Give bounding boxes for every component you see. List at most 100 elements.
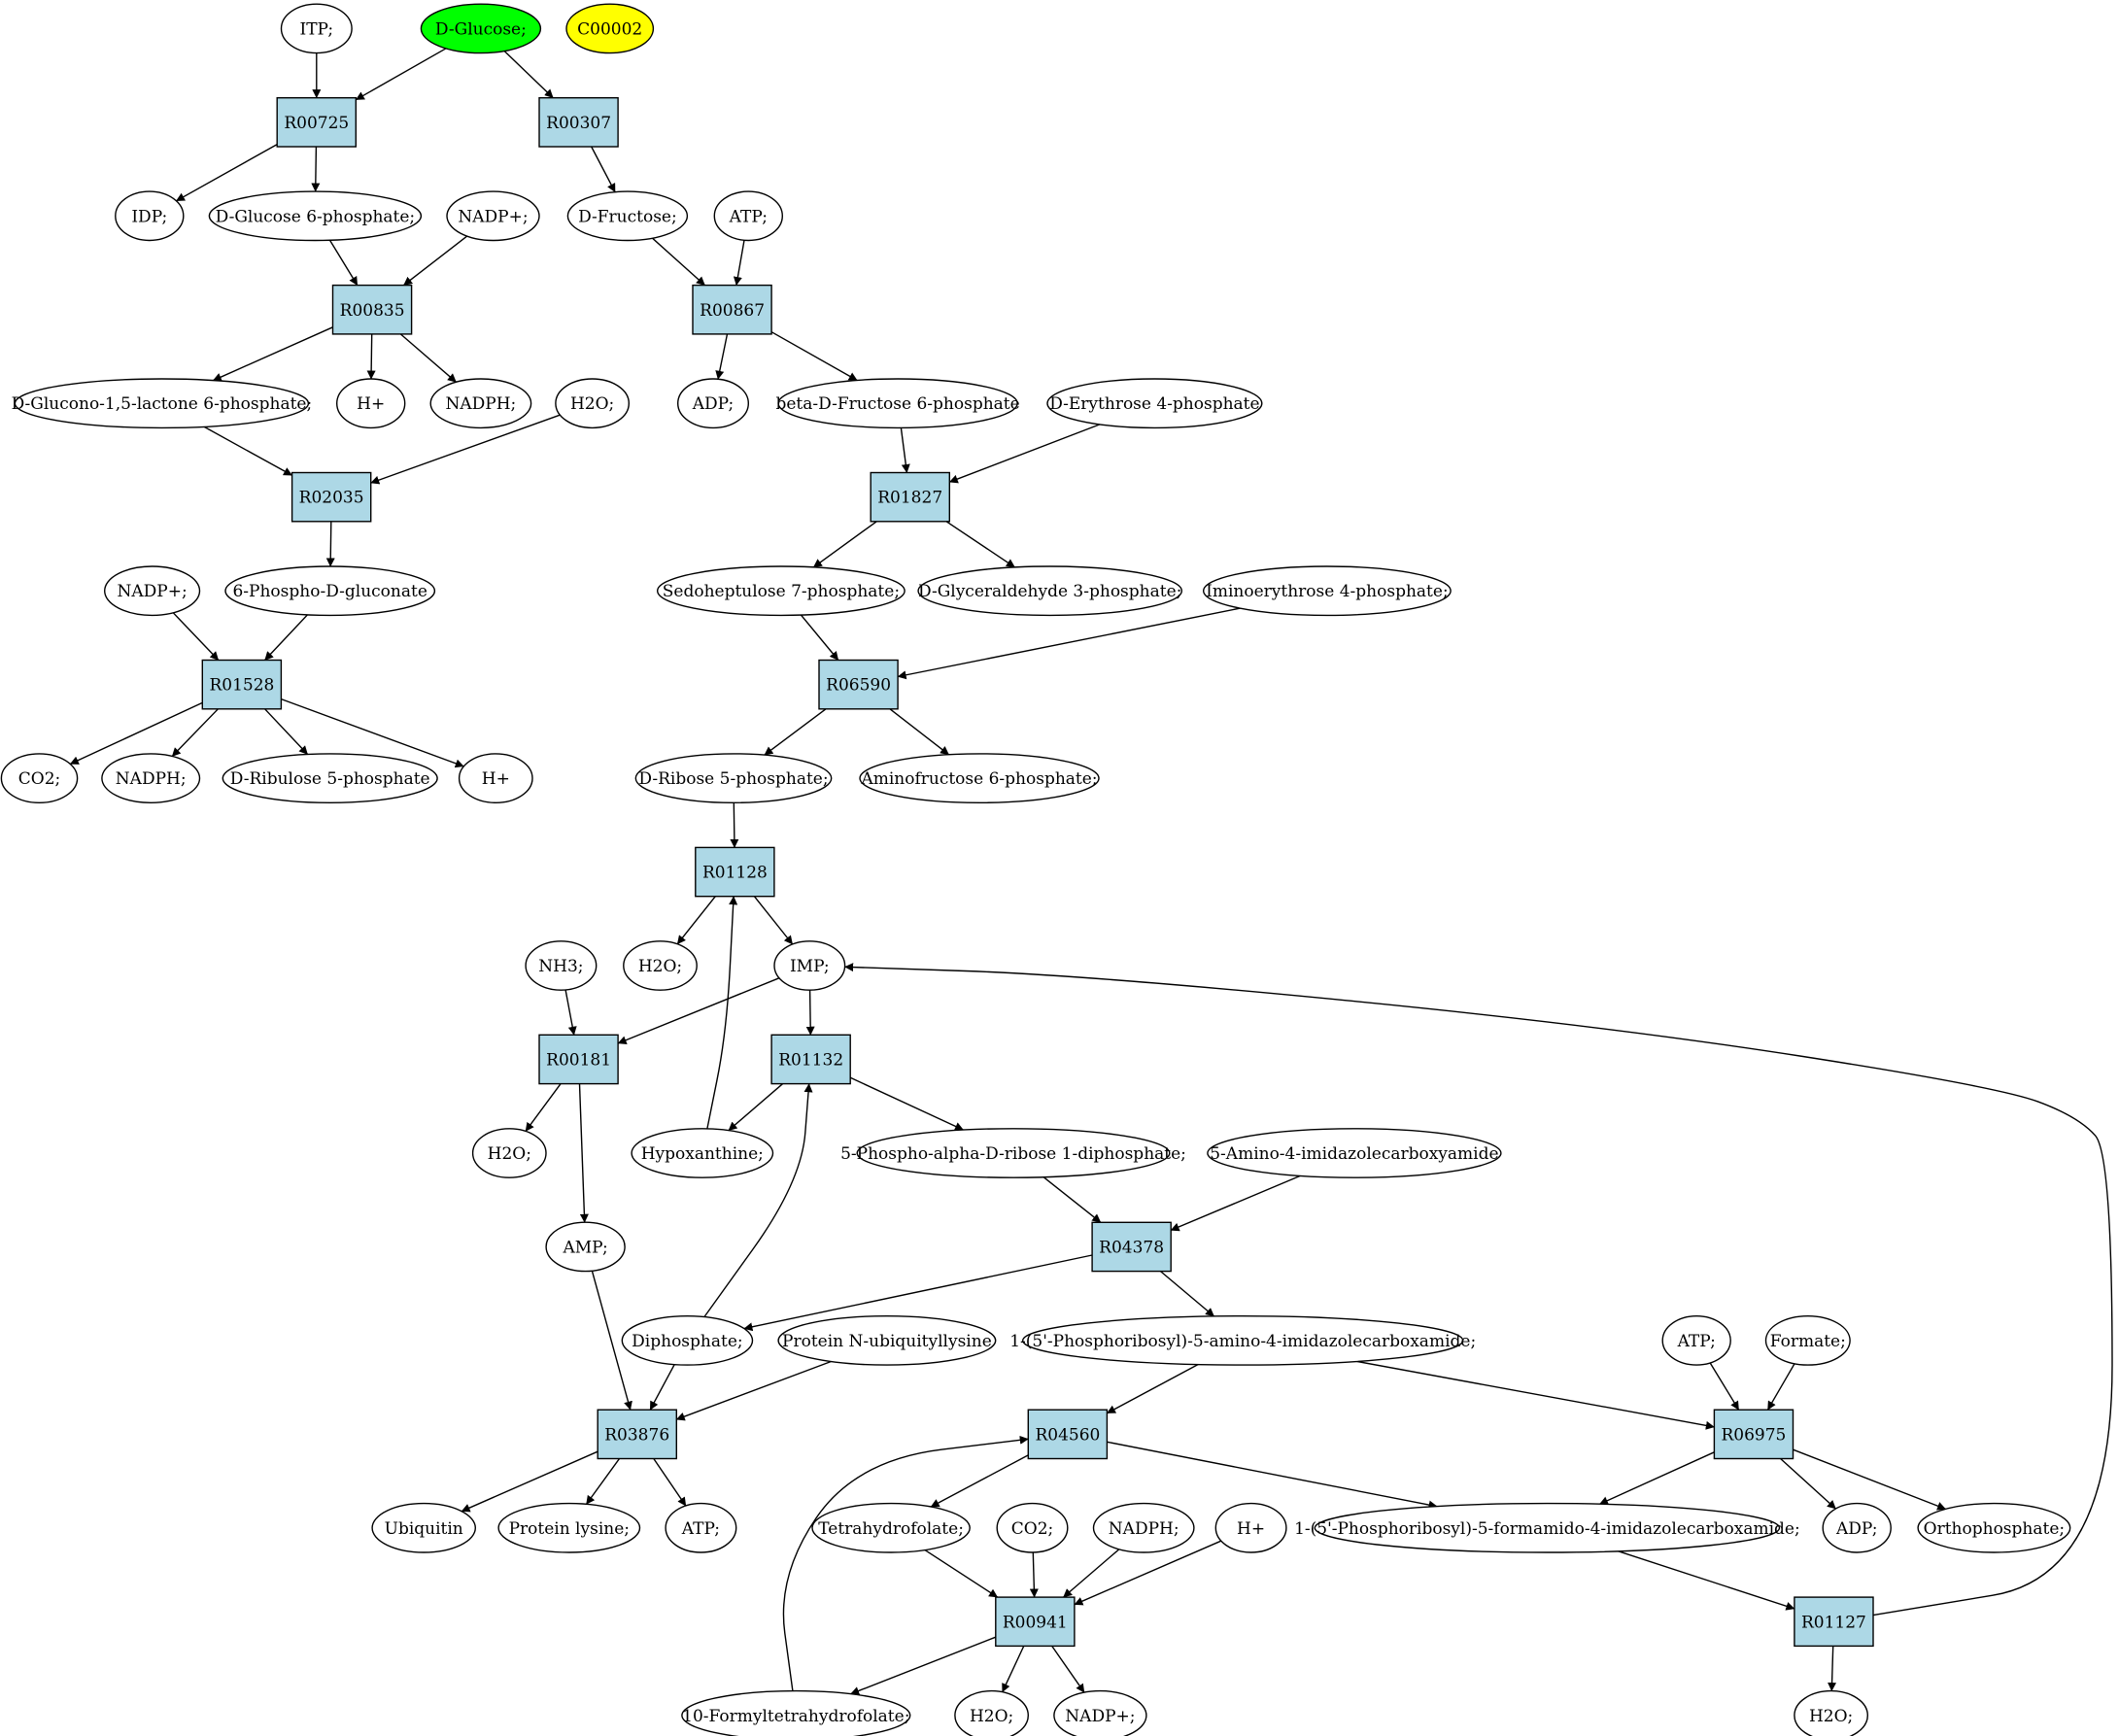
compound-node-g6p[interactable]: D-Glucose 6-phosphate;	[208, 190, 423, 242]
compound-node-adp1[interactable]: ADP;	[677, 378, 750, 429]
compound-shape	[777, 1315, 997, 1366]
reaction-box	[1091, 1221, 1172, 1273]
compound-node-idp[interactable]: IDP;	[115, 190, 185, 242]
reaction-node-r06590[interactable]: R06590	[818, 659, 899, 710]
edge-R00835-to-glucono	[212, 326, 333, 382]
compound-node-diph[interactable]: Diphosphate;	[621, 1315, 754, 1366]
compound-node-h2o5[interactable]: H2O;	[1794, 1689, 1868, 1736]
compound-node-orthop[interactable]: Orthophosphate;	[1917, 1502, 2071, 1553]
edge-R04378-to-diph	[743, 1254, 1093, 1332]
node-label: D-Glucono-1,5-lactone 6-phosphate;	[12, 394, 313, 414]
compound-node-nadph1[interactable]: NADPH;	[429, 378, 532, 429]
compound-node-formylthf[interactable]: 10-Formyltetrahydrofolate;	[681, 1689, 911, 1736]
compound-node-ubiq[interactable]: Ubiquitin	[371, 1502, 477, 1553]
reaction-node-r00835[interactable]: R00835	[331, 284, 413, 335]
compound-node-nadp3[interactable]: NADP+;	[1053, 1689, 1147, 1736]
node-label: R00867	[700, 301, 765, 321]
compound-node-ru5p[interactable]: D-Ribulose 5-phosphate	[222, 753, 438, 803]
edge-protub-to-R03876	[675, 1360, 832, 1421]
compound-node-co2b[interactable]: CO2;	[996, 1502, 1069, 1553]
compound-shape	[566, 190, 689, 242]
compound-node-e4p[interactable]: D-Erythrose 4-phosphate	[1046, 378, 1263, 429]
reaction-node-r01827[interactable]: R01827	[870, 471, 951, 523]
node-label: H2O;	[638, 957, 682, 976]
compound-node-r5p[interactable]: D-Ribose 5-phosphate;	[634, 753, 833, 803]
compound-node-h2o2[interactable]: H2O;	[623, 940, 698, 991]
edge-h2o1-to-R02035	[370, 414, 561, 485]
node-label: ADP;	[692, 394, 734, 414]
compound-node-hplus2[interactable]: H+	[458, 753, 533, 803]
compound-node-imp[interactable]: IMP;	[773, 940, 846, 991]
edge-glucono-to-R02035	[203, 425, 292, 476]
compound-node-hypox[interactable]: Hypoxanthine;	[631, 1128, 774, 1178]
reaction-box	[1713, 1409, 1794, 1460]
node-label: R01827	[877, 489, 942, 508]
compound-shape	[497, 1502, 641, 1553]
compound-node-prpp[interactable]: 5-Phospho-alpha-D-ribose 1-diphosphate;	[840, 1128, 1186, 1178]
compound-node-pgluconate[interactable]: 6-Phospho-D-gluconate	[224, 565, 436, 617]
reaction-node-r04560[interactable]: R04560	[1027, 1409, 1109, 1460]
node-label: NADP+;	[458, 207, 528, 226]
compound-shape	[14, 378, 310, 429]
compound-node-h2o1[interactable]: H2O;	[555, 378, 630, 429]
compound-node-nadp1[interactable]: NADP+;	[446, 190, 540, 242]
compound-node-nadp2[interactable]: NADP+;	[104, 565, 201, 617]
compound-node-adp2[interactable]: ADP;	[1822, 1502, 1892, 1553]
reaction-node-r01127[interactable]: R01127	[1794, 1596, 1874, 1648]
compound-shape	[713, 190, 783, 242]
edge-R00941-to-nadp3	[1051, 1646, 1085, 1693]
compound-shape	[1203, 565, 1452, 617]
compound-node-formate[interactable]: Formate;	[1764, 1315, 1851, 1366]
compound-node-atp3[interactable]: ATP;	[665, 1502, 737, 1553]
compound-node-co2a[interactable]: CO2;	[0, 753, 79, 803]
compound-node-dglucose[interactable]: D-Glucose;	[420, 3, 542, 54]
node-label: Hypoxanthine;	[641, 1144, 764, 1164]
reaction-node-r04378[interactable]: R04378	[1091, 1221, 1172, 1273]
reaction-node-r01132[interactable]: R01132	[770, 1034, 851, 1085]
compound-node-hplus1[interactable]: H+	[336, 378, 406, 429]
compound-node-nh3[interactable]: NH3;	[525, 940, 598, 991]
compound-shape	[104, 565, 201, 617]
compound-node-thf[interactable]: Tetrahydrofolate;	[811, 1502, 971, 1553]
reaction-node-r01128[interactable]: R01128	[695, 846, 775, 898]
node-label: Orthophosphate;	[1924, 1519, 2065, 1539]
reaction-node-r01528[interactable]: R01528	[201, 659, 283, 710]
compound-shape	[1822, 1502, 1892, 1553]
compound-node-hplus3[interactable]: H+	[1214, 1502, 1287, 1553]
reaction-node-r02035[interactable]: R02035	[291, 471, 372, 523]
compound-node-bf6p[interactable]: beta-D-Fructose 6-phosphate	[775, 378, 1020, 429]
compound-node-c00002[interactable]: C00002	[565, 3, 655, 54]
compound-node-nadph2[interactable]: NADPH;	[101, 753, 201, 803]
compound-node-imino[interactable]: Iminoerythrose 4-phosphate;	[1203, 565, 1452, 617]
compound-node-protub[interactable]: Protein N-ubiquityllysine	[777, 1315, 997, 1366]
compound-node-s7p[interactable]: Sedoheptulose 7-phosphate;	[657, 565, 906, 617]
reaction-node-r00181[interactable]: R00181	[538, 1034, 619, 1085]
compound-node-itp[interactable]: ITP;	[280, 3, 353, 54]
compound-node-glucono[interactable]: D-Glucono-1,5-lactone 6-phosphate;	[12, 378, 313, 429]
compound-shape	[525, 940, 598, 991]
compound-node-dfructose[interactable]: D-Fructose;	[566, 190, 689, 242]
compound-node-g3p[interactable]: D-Glyceraldehyde 3-phosphate;	[917, 565, 1182, 617]
compound-node-nadph3[interactable]: NADPH;	[1092, 1502, 1195, 1553]
compound-shape	[1794, 1689, 1868, 1736]
compound-shape	[677, 378, 750, 429]
compound-node-aica[interactable]: 5-Amino-4-imidazolecarboxyamide	[1207, 1128, 1502, 1178]
reaction-node-r06975[interactable]: R06975	[1713, 1409, 1794, 1460]
node-label: R00835	[340, 301, 405, 321]
compound-node-protlys[interactable]: Protein lysine;	[497, 1502, 641, 1553]
compound-node-h2o3[interactable]: H2O;	[471, 1128, 547, 1178]
compound-node-amino[interactable]: Aminofructose 6-phosphate;	[859, 753, 1100, 803]
reaction-node-r00867[interactable]: R00867	[692, 284, 772, 335]
compound-node-faicar[interactable]: 1-(5'-Phosphoribosyl)-5-formamido-4-imid…	[1294, 1502, 1800, 1553]
reaction-node-r00307[interactable]: R00307	[538, 96, 619, 148]
reaction-node-r00941[interactable]: R00941	[995, 1596, 1076, 1648]
reaction-node-r00725[interactable]: R00725	[276, 96, 358, 148]
reaction-box	[597, 1409, 678, 1460]
compound-node-amp[interactable]: AMP;	[545, 1221, 626, 1273]
reaction-node-r03876[interactable]: R03876	[597, 1409, 678, 1460]
compound-node-aicar[interactable]: 1-(5'-Phosphoribosyl)-5-amino-4-imidazol…	[1009, 1315, 1476, 1366]
compound-node-h2o4[interactable]: H2O;	[954, 1689, 1029, 1736]
compound-node-atp1[interactable]: ATP;	[713, 190, 783, 242]
compound-node-atp2[interactable]: ATP;	[1661, 1315, 1731, 1366]
